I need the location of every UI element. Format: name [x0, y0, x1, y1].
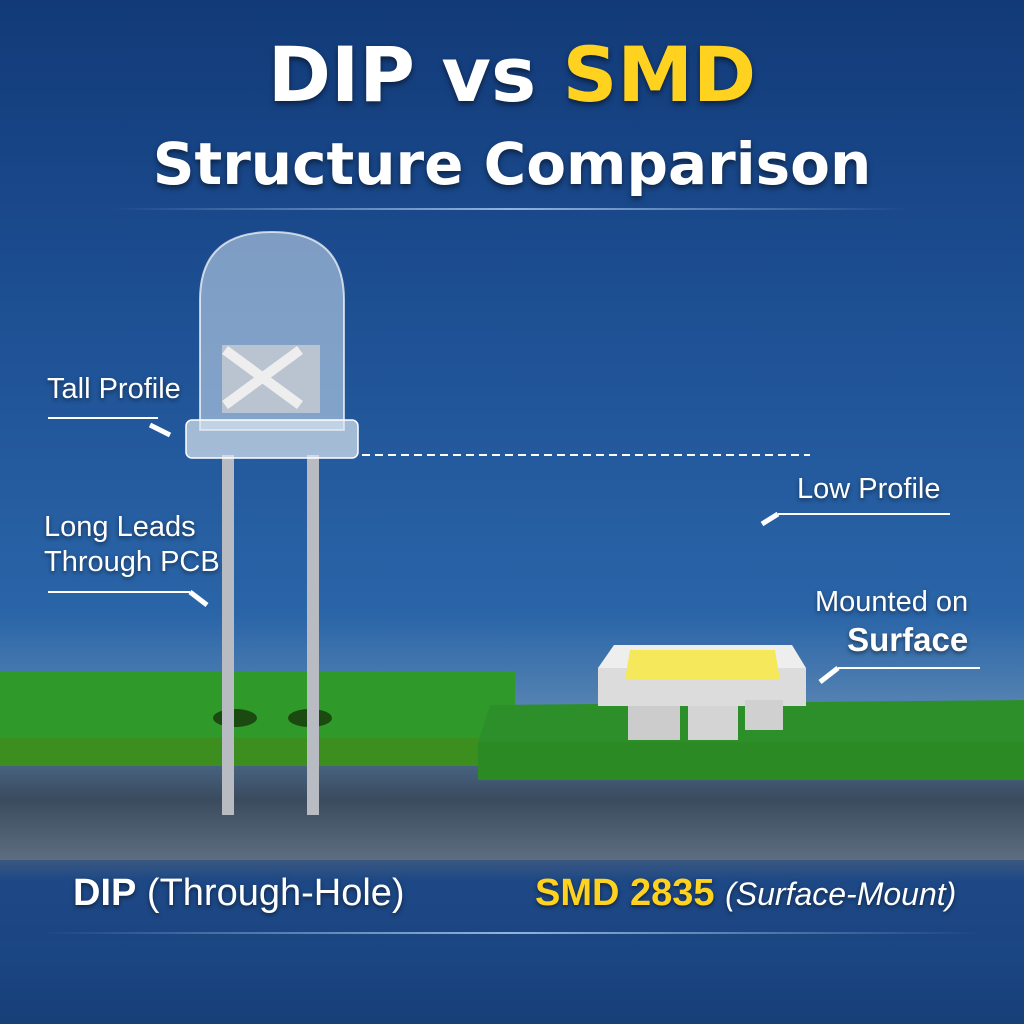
title-smd: SMD: [562, 30, 757, 119]
title-dip: DIP vs: [267, 30, 563, 119]
caption-dip-main: DIP: [73, 872, 137, 914]
label-long-leads-line2: Through PCB: [44, 545, 220, 578]
label-mounted-line1: Mounted on: [815, 586, 969, 618]
dip-lead: [222, 455, 234, 815]
caption-smd: SMD 2835 (Surface-Mount): [535, 872, 956, 915]
divider: [110, 208, 910, 210]
dip-pcb-top: [0, 672, 515, 738]
label-tall-profile: Tall Profile: [47, 373, 181, 405]
caption-bar: [0, 860, 1024, 940]
smd-pcb-edge: [478, 742, 1024, 780]
label-mounted-line2: Surface: [847, 620, 969, 658]
bottom-divider: [40, 932, 980, 934]
label-long-leads-line1: Long Leads: [44, 511, 196, 543]
label-low-profile: Low Profile: [797, 473, 941, 505]
caption-smd-main: SMD 2835: [535, 872, 715, 914]
led-flange: [185, 419, 359, 459]
pcb-hole: [213, 709, 257, 727]
caption-dip-sub: (Through-Hole): [146, 872, 405, 914]
label-mounted: Mounted on Surface: [815, 585, 968, 660]
caption-dip: DIP (Through-Hole): [73, 872, 405, 915]
main-title: DIP vs SMD: [0, 30, 1024, 119]
label-long-leads: Long Leads Through PCB: [44, 510, 220, 580]
smd-pad: [688, 706, 738, 740]
dip-pcb-edge: [0, 738, 515, 766]
subtitle: Structure Comparison: [152, 130, 872, 198]
smd-phosphor: [625, 650, 780, 680]
dip-lead: [307, 455, 319, 815]
caption-smd-sub: (Surface-Mount): [725, 876, 957, 912]
smd-pad: [628, 706, 680, 740]
smd-pad: [745, 700, 783, 730]
